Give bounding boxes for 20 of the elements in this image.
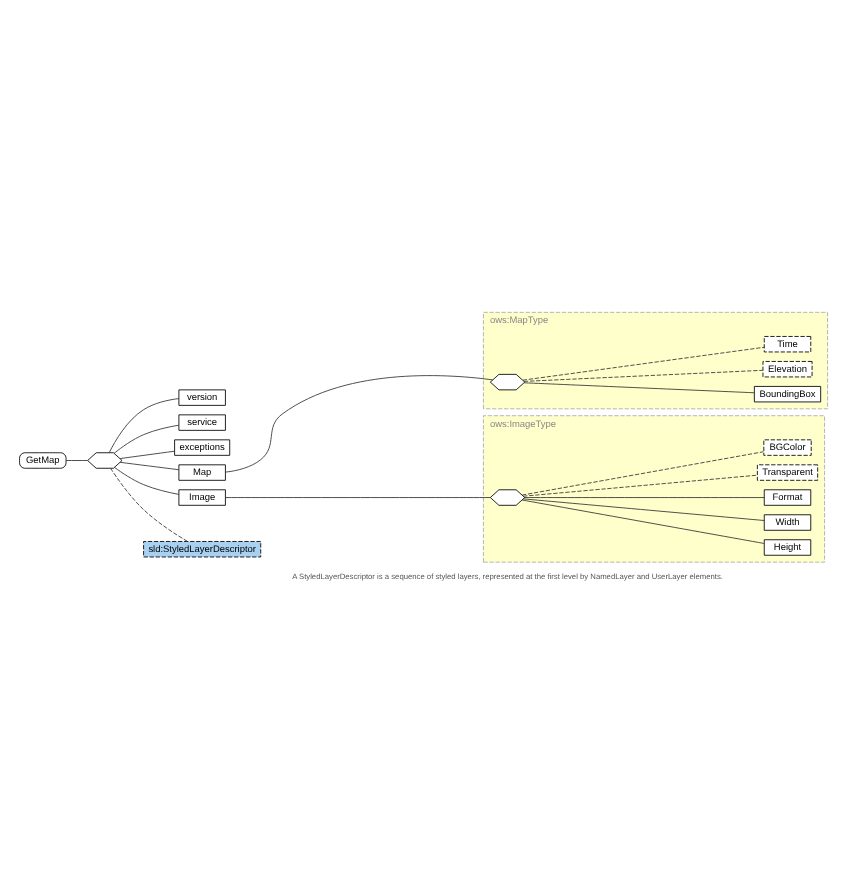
connector <box>113 424 180 454</box>
connector <box>523 382 755 394</box>
connector <box>521 499 765 544</box>
connector <box>521 451 764 496</box>
connector <box>225 497 491 498</box>
connector <box>523 369 764 382</box>
connector <box>524 497 765 498</box>
node-hexagon <box>87 452 123 469</box>
connector <box>522 346 765 381</box>
connector <box>522 498 765 521</box>
connector <box>110 468 188 542</box>
connector <box>119 450 175 459</box>
node-hexagon <box>489 373 526 391</box>
connector <box>522 474 758 497</box>
connector <box>225 375 494 473</box>
connector <box>65 460 88 461</box>
connector <box>114 466 180 495</box>
connector <box>108 398 180 453</box>
node-hexagon <box>489 489 526 506</box>
connector <box>119 461 180 471</box>
